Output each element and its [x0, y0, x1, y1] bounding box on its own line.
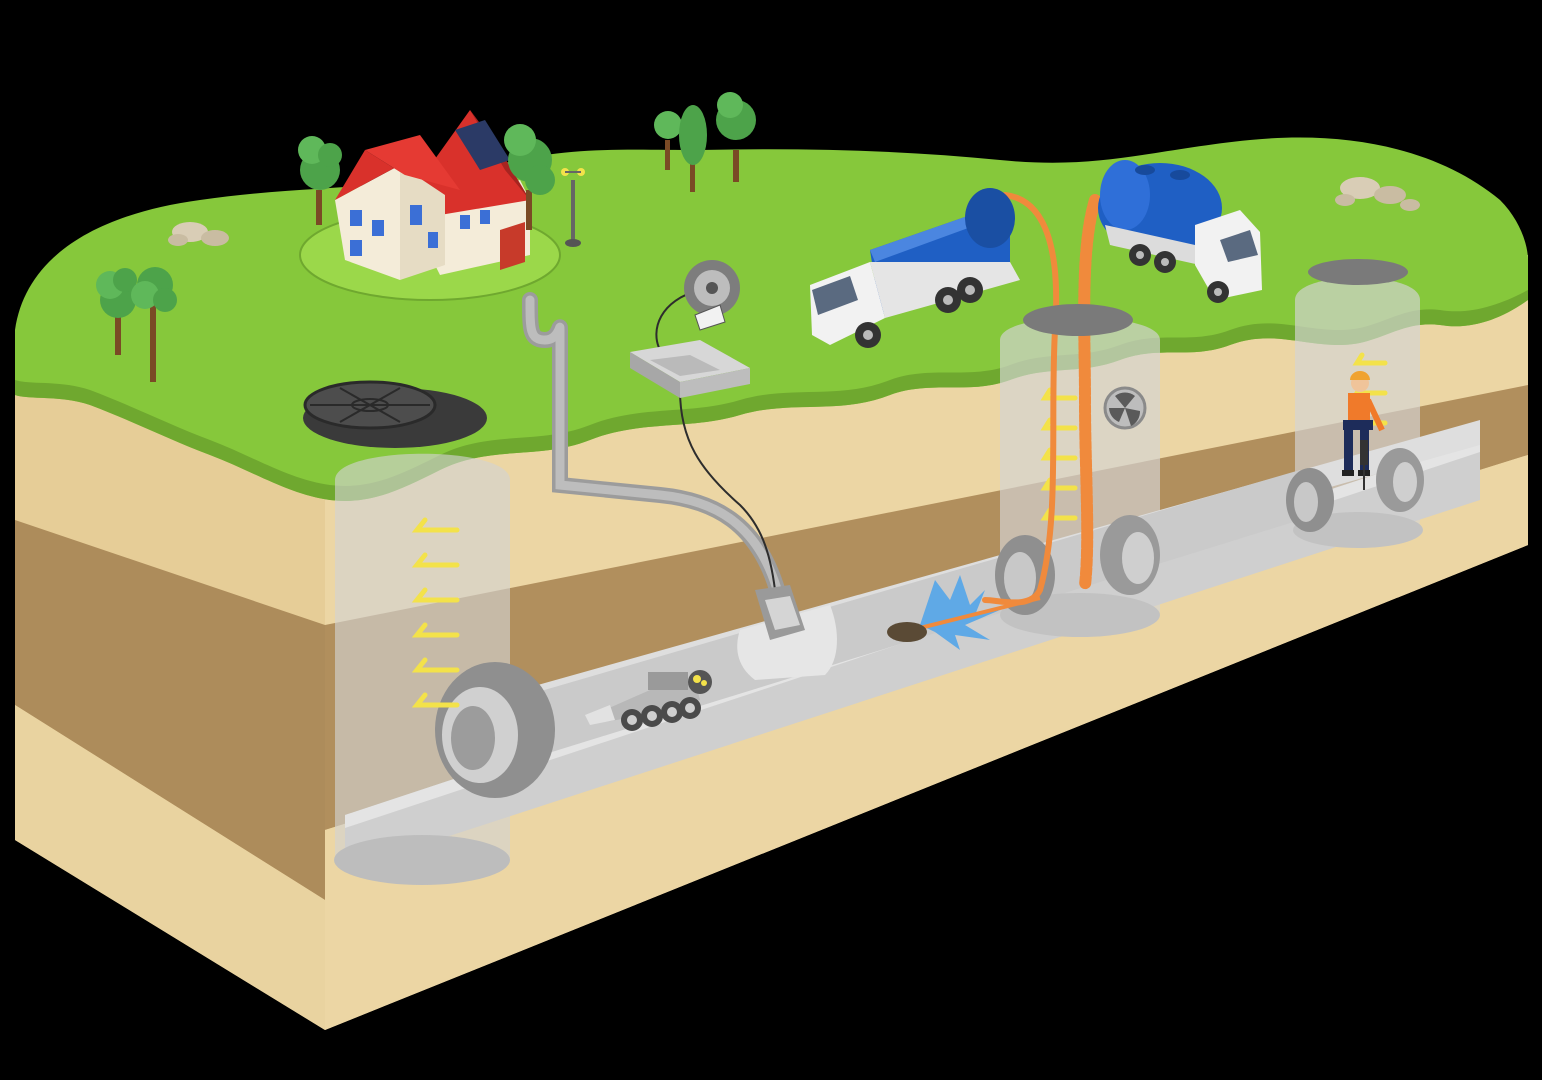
shaft-left-base	[334, 835, 510, 885]
pipe-mouth-middle-right-hole	[1122, 532, 1154, 584]
pipe-mouth-right-left-hole	[1294, 482, 1318, 522]
pipe-mouth-right-right-hole	[1393, 462, 1417, 502]
soil-front-dark-layer	[15, 520, 325, 900]
camera-head-icon	[755, 585, 805, 640]
pipe-mouth-middle-left-hole	[1004, 552, 1036, 604]
vacuum-tanker-icon	[1098, 160, 1262, 303]
manhole-opening-right	[1308, 259, 1408, 285]
cable-reel-icon	[684, 260, 740, 331]
side-connection-saddle	[737, 605, 837, 680]
pipe-mouth-left-hole	[451, 706, 495, 770]
tree-icon	[96, 92, 756, 382]
house-icon	[335, 110, 530, 280]
jetting-truck-icon	[810, 188, 1020, 348]
water-spray	[920, 575, 1000, 650]
soil-front-bottom-layer	[15, 705, 325, 1030]
shaft-details	[334, 448, 1424, 885]
manhole-cover-icon	[303, 380, 487, 448]
inspection-crawler-icon	[585, 670, 712, 731]
manhole-opening-middle	[1023, 304, 1133, 336]
fan-icon	[1103, 386, 1147, 430]
inspection-console-icon	[630, 340, 750, 398]
worker-icon	[1342, 371, 1385, 490]
rocks-icon	[168, 177, 1420, 246]
street-lamp-icon	[561, 168, 585, 247]
jetting-nozzle-icon	[887, 575, 1041, 650]
house-lateral-pipe	[522, 292, 788, 608]
soil-side-bottom-layer	[325, 455, 1528, 1030]
